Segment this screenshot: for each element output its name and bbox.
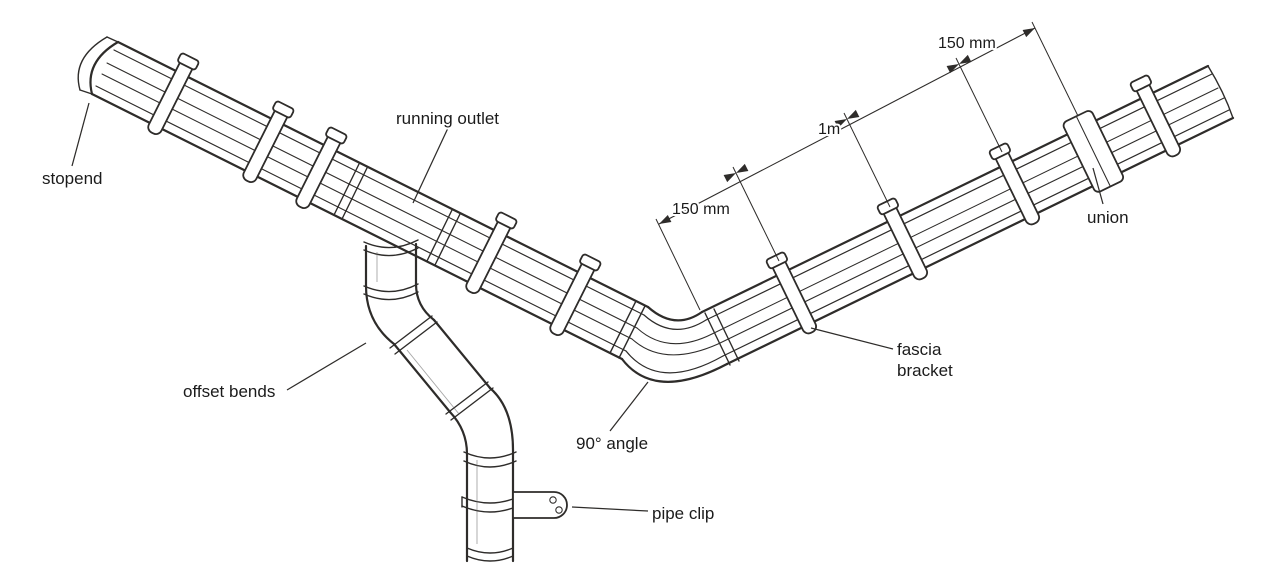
- fascia-bracket-clip: [549, 253, 602, 336]
- label-stopend: stopend: [42, 169, 103, 188]
- fascia-bracket-leader: [810, 327, 894, 350]
- label-bracket: bracket: [897, 361, 953, 380]
- dimension-150mm-right: 150 mm: [938, 35, 996, 52]
- fascia-brackets: [147, 52, 1182, 336]
- downpipe-offset-bends: [363, 242, 519, 563]
- part-labels: stopend running outlet offset bends 90° …: [40, 107, 1131, 525]
- fascia-bracket-clip: [765, 251, 818, 335]
- offset-bends-leader: [286, 342, 367, 391]
- gutter-left-run: [90, 40, 650, 361]
- pipe-clip-part: [512, 491, 568, 519]
- fascia-bracket-clip: [242, 100, 295, 183]
- stopend-leader: [71, 102, 90, 167]
- fascia-bracket-clip: [147, 52, 200, 135]
- label-90-angle: 90° angle: [576, 434, 648, 453]
- label-running-outlet: running outlet: [396, 109, 499, 128]
- label-offset-bends: offset bends: [183, 382, 275, 401]
- dimension-annotations: 150 mm 1m 150 mm: [655, 21, 1079, 311]
- fascia-bracket-clip: [876, 197, 929, 281]
- union-part: [1062, 110, 1125, 193]
- label-union: union: [1087, 208, 1129, 227]
- running-outlet-leader: [412, 127, 449, 204]
- dimension-150mm-left: 150 mm: [672, 201, 730, 218]
- label-pipe-clip: pipe clip: [652, 504, 714, 523]
- fascia-bracket-clip: [988, 142, 1041, 226]
- fascia-bracket-clip: [1129, 74, 1182, 158]
- fascia-bracket-clip: [295, 126, 348, 209]
- fascia-bracket-clip: [465, 211, 518, 294]
- leader-lines: [71, 102, 1104, 512]
- pipe-clip-leader: [571, 506, 649, 512]
- label-fascia: fascia: [897, 340, 942, 359]
- angle-90-leader: [609, 381, 649, 432]
- union-leader: [1092, 167, 1104, 205]
- offset-bend-lower: [448, 410, 469, 456]
- corner-90-angle-part: [609, 300, 740, 383]
- running-outlet-part: [333, 163, 461, 266]
- stopend-part: [77, 36, 120, 96]
- dimension-1m: 1m: [818, 121, 840, 138]
- offset-bend-upper: [364, 284, 396, 346]
